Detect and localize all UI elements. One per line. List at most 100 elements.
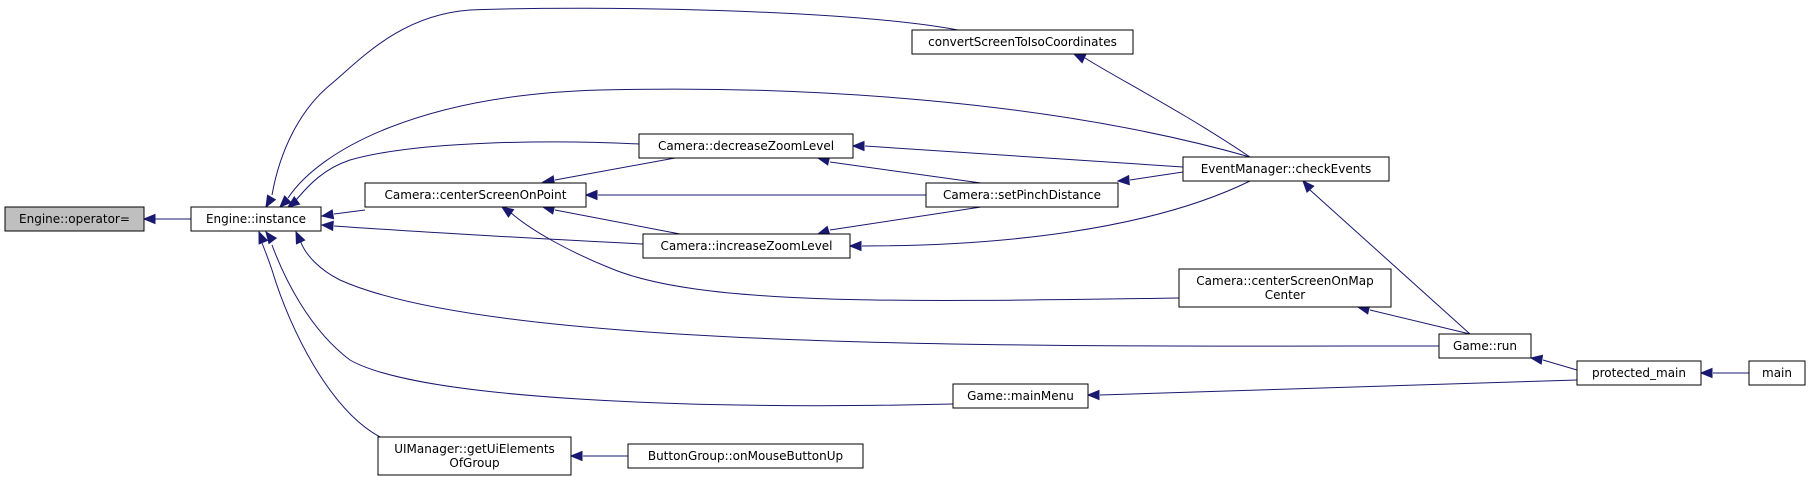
edge-decrease-to-instance: [286, 141, 640, 208]
node-camera-decrease-zoom-level-box[interactable]: [638, 133, 854, 159]
node-convert-screen-to-iso-coordinates-label: convertScreenToIsoCoordinates: [928, 35, 1117, 49]
node-button-group-on-mouse-button-up[interactable]: ButtonGroup::onMouseButtonUp: [627, 443, 864, 469]
edge-protected-main-to-main-menu: [1086, 379, 1578, 401]
node-camera-decrease-zoom-level-label: Camera::decreaseZoomLevel: [658, 139, 834, 153]
edge-decrease-to-center-point: [541, 157, 676, 186]
arrowhead-icon: [265, 194, 277, 209]
node-button-group-on-mouse-button-up-box[interactable]: [627, 443, 864, 469]
node-game-run-label: Game::run: [1453, 339, 1517, 353]
edge-decrease-to-convert-line: [1084, 57, 1251, 158]
arrowhead-icon: [500, 206, 515, 218]
node-camera-increase-zoom-level-label: Camera::increaseZoomLevel: [660, 239, 832, 253]
node-event-manager-check-events-label: EventManager::checkEvents: [1201, 162, 1372, 176]
arrowhead-icon: [1529, 354, 1544, 365]
edge-center-point-to-instance: [320, 209, 366, 220]
edge-game-run-to-check-events: [1302, 180, 1471, 335]
edge-game-run-to-instance-line: [299, 239, 1440, 347]
node-protected-main[interactable]: protected_main: [1576, 360, 1702, 386]
edge-convert-to-instance: [265, 7, 959, 209]
node-camera-decrease-zoom-level[interactable]: Camera::decreaseZoomLevel: [638, 133, 854, 159]
node-main[interactable]: main: [1748, 360, 1806, 386]
node-camera-center-screen-on-point[interactable]: Camera::centerScreenOnPoint: [364, 182, 587, 208]
node-main-box[interactable]: [1748, 360, 1806, 386]
node-engine-instance-box[interactable]: [190, 206, 322, 232]
node-camera-center-screen-on-map-center-label: Camera::centerScreenOnMap: [1196, 274, 1373, 288]
arrowhead-icon: [286, 195, 301, 208]
node-engine-operator-eq[interactable]: Engine::operator=: [4, 206, 145, 232]
node-game-main-menu-label: Game::mainMenu: [967, 389, 1074, 403]
node-ui-manager-get-ui-elements-of-group-label: UIManager::getUiElements: [394, 442, 555, 456]
node-event-manager-check-events-box[interactable]: [1182, 156, 1390, 182]
edge-center-point-to-instance-line: [333, 209, 366, 215]
edge-pinch-to-increase-line: [829, 206, 982, 231]
edge-protected-main-to-game-run: [1529, 354, 1578, 371]
node-engine-operator-eq-box[interactable]: [4, 206, 145, 232]
node-camera-set-pinch-distance-box[interactable]: [925, 182, 1119, 208]
arrowhead-icon: [1116, 174, 1130, 186]
node-event-manager-check-events[interactable]: EventManager::checkEvents: [1182, 156, 1390, 182]
node-engine-instance-label: Engine::instance: [206, 212, 306, 226]
edge-instance-to-operator-eq: [142, 213, 191, 225]
node-protected-main-box[interactable]: [1576, 360, 1702, 386]
edge-ui-get-to-instance-line: [261, 242, 381, 438]
node-convert-screen-to-iso-coordinates[interactable]: convertScreenToIsoCoordinates: [911, 29, 1134, 55]
edge-main-menu-to-instance-line: [271, 244, 954, 407]
edge-decrease-to-instance-line: [295, 141, 640, 201]
node-game-run-box[interactable]: [1438, 333, 1532, 359]
edge-pinch-to-increase: [816, 206, 982, 236]
node-game-main-menu-box[interactable]: [952, 383, 1089, 409]
node-camera-set-pinch-distance[interactable]: Camera::setPinchDistance: [925, 182, 1119, 208]
arrowhead-icon: [848, 240, 862, 252]
arrowhead-icon: [258, 230, 269, 245]
node-convert-screen-to-iso-coordinates-box[interactable]: [911, 29, 1134, 55]
edge-game-run-to-instance: [295, 230, 1440, 347]
edge-button-group-to-ui-get: [569, 450, 628, 462]
node-main-label: main: [1762, 366, 1792, 380]
edge-convert-to-instance-line: [271, 7, 959, 196]
edge-decrease-to-convert: [1072, 53, 1251, 158]
arrowhead-icon: [320, 220, 334, 232]
edge-increase-to-instance: [320, 220, 644, 245]
node-engine-operator-eq-label: Engine::operator=: [19, 212, 130, 226]
edge-check-events-to-instance: [279, 88, 1251, 208]
edge-center-map-to-center-point-line: [509, 211, 1180, 301]
arrowhead-icon: [265, 230, 278, 245]
arrowhead-icon: [584, 189, 598, 201]
edge-pinch-to-decrease: [816, 155, 982, 184]
edge-center-map-to-center-point: [500, 206, 1180, 301]
node-camera-center-screen-on-point-box[interactable]: [364, 182, 587, 208]
node-ui-manager-get-ui-elements-of-group-label: OfGroup: [449, 456, 499, 470]
node-engine-instance[interactable]: Engine::instance: [190, 206, 322, 232]
node-game-main-menu[interactable]: Game::mainMenu: [952, 383, 1089, 409]
node-camera-set-pinch-distance-label: Camera::setPinchDistance: [943, 188, 1101, 202]
edge-check-events-to-decrease: [851, 140, 1184, 168]
arrowhead-icon: [1302, 180, 1315, 194]
node-protected-main-label: protected_main: [1592, 366, 1686, 380]
edge-main-menu-to-instance: [265, 230, 954, 407]
edge-check-events-to-decrease-line: [864, 145, 1184, 168]
node-camera-increase-zoom-level[interactable]: Camera::increaseZoomLevel: [642, 233, 851, 259]
edge-protected-main-to-game-run-line: [1542, 359, 1578, 371]
node-game-run[interactable]: Game::run: [1438, 333, 1532, 359]
edge-game-run-to-center-map-line: [1369, 309, 1471, 335]
edge-increase-to-center-point-line: [554, 209, 681, 235]
node-camera-increase-zoom-level-box[interactable]: [642, 233, 851, 259]
node-camera-center-screen-on-point-label: Camera::centerScreenOnPoint: [385, 188, 567, 202]
edge-increase-to-instance-line: [333, 225, 644, 245]
edge-protected-main-to-main-menu-line: [1099, 379, 1578, 396]
arrowhead-icon: [1699, 367, 1713, 379]
edge-check-events-to-pinch-line: [1129, 171, 1184, 181]
arrowhead-icon: [279, 195, 292, 208]
edge-main-to-protected-main: [1699, 367, 1749, 379]
edge-decrease-to-center-point-line: [554, 157, 676, 181]
edge-check-events-to-increase-line: [861, 180, 1251, 247]
node-ui-manager-get-ui-elements-of-group-box[interactable]: [377, 436, 572, 476]
node-camera-center-screen-on-map-center-box[interactable]: [1178, 268, 1392, 308]
node-camera-center-screen-on-map-center-label: Center: [1265, 288, 1305, 302]
arrowhead-icon: [569, 450, 583, 462]
edge-check-events-to-increase: [848, 180, 1251, 252]
edge-pinch-to-decrease-line: [829, 161, 982, 184]
